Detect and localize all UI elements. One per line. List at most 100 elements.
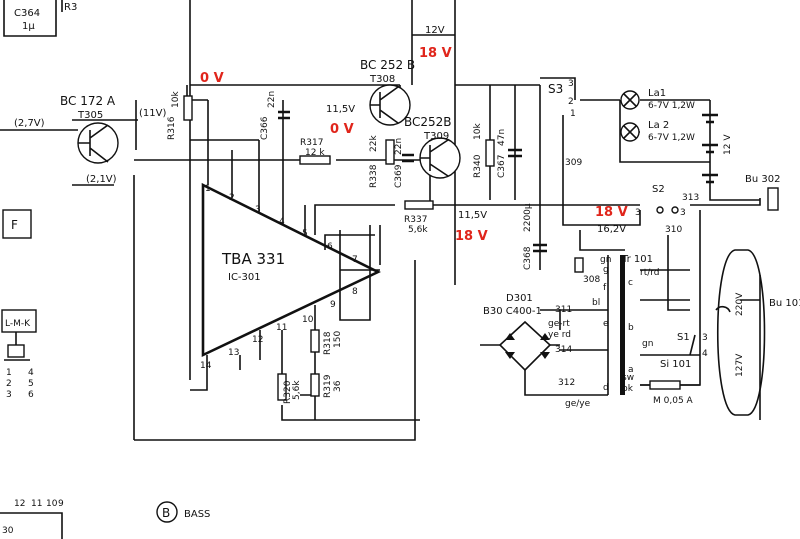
tr-gn-top: gn <box>600 255 611 265</box>
bottom-num-12: 12 <box>14 499 25 509</box>
t309-transistor <box>419 137 461 179</box>
r338-label: R338 <box>369 164 379 188</box>
s3-pin-3: 3 <box>568 79 574 89</box>
r337-value: 5,6k <box>408 225 428 235</box>
s3-label: S3 <box>548 82 563 96</box>
f-winding-marker <box>574 257 584 273</box>
s3-pin-2: 2 <box>568 97 574 107</box>
tr-e: e <box>603 319 609 329</box>
pin-6: 6 <box>327 242 333 252</box>
lmk-label: L-M-K <box>5 319 31 329</box>
c368-label: C368 <box>523 246 533 270</box>
c366-capacitor <box>278 110 290 120</box>
la2-label: La 2 <box>648 120 669 131</box>
voltage-127v: 127V <box>735 353 745 377</box>
pin-8: 8 <box>352 287 358 297</box>
voltage-16-2v: 16,2V <box>597 224 626 235</box>
pin-5: 5 <box>302 229 308 239</box>
c364-value: 1µ <box>22 21 35 32</box>
r320-value: 5,6k <box>292 380 302 400</box>
r319-resistor <box>310 373 320 397</box>
c369-label: C369 <box>394 164 404 188</box>
r320-label: R320 <box>283 380 293 404</box>
bottom-num-11: 11 <box>31 499 42 509</box>
lamps-battery-area: S3 3 2 1 309 La1 6-7V 1,2W La 2 6-7V 1,2… <box>548 79 780 211</box>
node-313: 313 <box>682 193 699 203</box>
node-310: 310 <box>665 225 682 235</box>
r317-label: R317 <box>300 138 323 148</box>
voltage-11v: (11V) <box>139 108 166 119</box>
bottom-num-10: 10 <box>46 499 58 509</box>
bu302-jack <box>767 187 779 211</box>
tr-sw: sw <box>622 373 634 383</box>
r338-value: 22k <box>369 135 379 152</box>
pin-1: 1 <box>205 184 211 194</box>
lmk-num-3: 3 <box>6 390 12 400</box>
power-supply-area: Tr 101 gn 308 g f bl e d c b a rt/rd gn … <box>483 249 800 416</box>
tr-ge-rt: ge-rt <box>548 319 570 329</box>
node-309: 309 <box>565 158 582 168</box>
lmk-box <box>1 309 37 333</box>
r317-value: 12 k <box>305 148 325 158</box>
battery-cells <box>702 113 718 184</box>
tr-gn-mid: gn <box>642 339 653 349</box>
pin-7: 7 <box>352 255 358 265</box>
r318-label: R318 <box>323 331 333 355</box>
tba331-ic: TBA 331 IC-301 1 2 3 4 5 6 7 8 9 10 11 1… <box>200 182 381 371</box>
pin-13: 13 <box>228 348 239 358</box>
ic-name: TBA 331 <box>221 250 285 268</box>
r317-resistor <box>299 155 331 165</box>
ic-triangle <box>201 182 381 358</box>
c368-value: 2200µ <box>523 203 533 232</box>
bottom-area: 12 11 10 9 30 B BASS <box>0 499 210 539</box>
ic-ref: IC-301 <box>228 272 261 283</box>
si101-label: Si 101 <box>660 359 691 370</box>
bc252b-a-label: BC 252 B <box>360 58 415 72</box>
voltage-11-5v-t308: 11,5V <box>326 104 355 115</box>
pin-10: 10 <box>302 315 314 325</box>
r319-value: 36 <box>333 380 343 392</box>
voltage-11-5v-out: 11,5V <box>458 210 487 221</box>
t309-label: T309 <box>423 131 449 142</box>
tr-c: c <box>628 278 633 288</box>
left-side-labels: F L-M-K 1 2 3 4 5 6 <box>1 209 37 400</box>
node-314: 314 <box>555 345 572 355</box>
tr-ye-rd: ye rd <box>548 330 571 340</box>
lmk-num-5: 5 <box>28 379 34 389</box>
lmk-switch <box>7 344 25 358</box>
s1-pin-4: 4 <box>702 349 708 359</box>
r316-value: 10k <box>171 91 181 108</box>
r318-resistor <box>310 329 320 353</box>
si101-fuse <box>649 380 681 390</box>
s3-pin-1: 1 <box>570 109 576 119</box>
b30-label: B30 C400-1 <box>483 306 542 317</box>
tr-f: f <box>603 283 607 293</box>
bu302-label: Bu 302 <box>745 174 780 185</box>
node-311: 311 <box>555 305 572 315</box>
t308-transistor <box>369 84 411 126</box>
bottom-num-9: 9 <box>58 499 64 509</box>
passives: R316 10k C366 22n R317 12 k R338 22k C36… <box>167 91 547 404</box>
t308-label: T308 <box>369 74 395 85</box>
voltage-2-7v: (2,7V) <box>14 118 45 129</box>
pin-9: 9 <box>330 300 336 310</box>
fuse-rating: M 0,05 A <box>653 396 694 406</box>
tr-bl: bl <box>592 298 600 308</box>
pin-12: 12 <box>252 335 263 345</box>
battery-voltage: 12 V <box>723 134 733 155</box>
tr101-label: Tr 101 <box>621 254 653 265</box>
d301-label: D301 <box>506 293 533 304</box>
r318-value: 150 <box>333 331 343 348</box>
la2-spec: 6-7V 1,2W <box>648 133 695 143</box>
tr-rt-rd: rt/rd <box>640 268 660 278</box>
voltage-18v-top: 18 V <box>419 46 452 61</box>
pin-3: 3 <box>255 205 261 215</box>
voltage-2-1v: (2,1V) <box>86 174 117 185</box>
s2-contact-a <box>656 206 664 214</box>
lmk-num-2: 2 <box>6 379 12 389</box>
r338-resistor <box>385 139 395 165</box>
r337-resistor <box>404 200 434 210</box>
c364-area: C364 1µ R3 <box>3 0 77 37</box>
tr-bk: bk <box>622 384 634 394</box>
